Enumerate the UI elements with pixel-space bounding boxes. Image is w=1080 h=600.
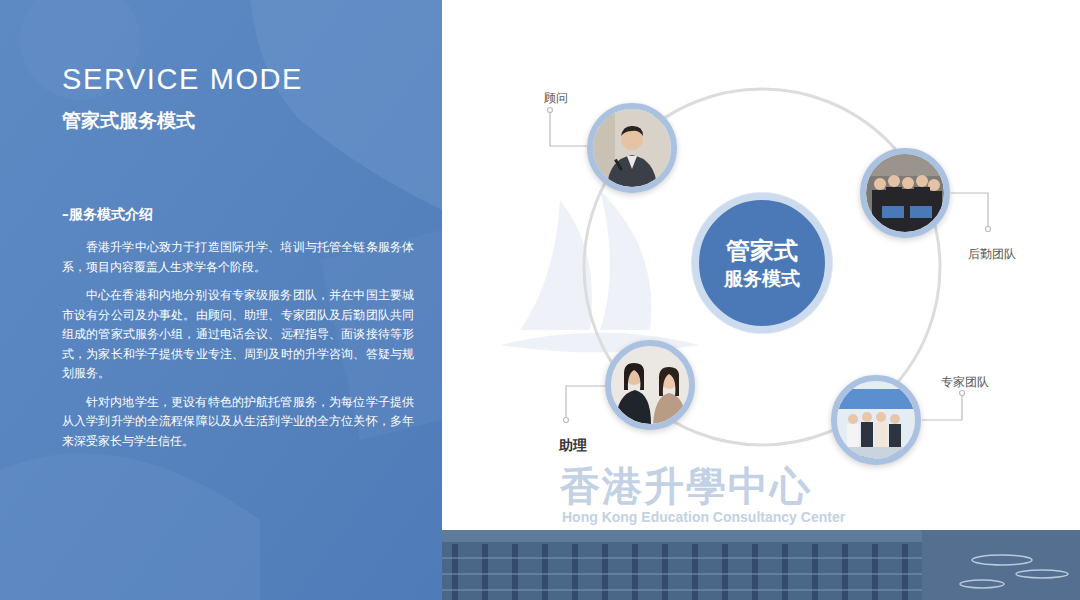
expert-team-photo xyxy=(837,381,915,459)
logo-watermark xyxy=(500,190,700,353)
center-heading: 管家式 xyxy=(726,236,798,266)
intro-column: 香港升学中心致力于打造国际升学、培训与托管全链条服务体系，项目内容覆盖人生求学各… xyxy=(62,238,414,460)
photo-circle: 专家团队 xyxy=(831,375,921,465)
role-label: 后勤团队 xyxy=(968,246,1016,262)
subtitle: 管家式服务模式 xyxy=(62,107,195,133)
advisor-photo xyxy=(593,109,671,187)
role-label: 助理 xyxy=(559,436,587,454)
page-title: SERVICE MODE xyxy=(62,62,303,96)
body-paragraph: 中心在香港和内地分别设有专家级服务团队，并在中国主要城市设有分公司及办事处。由顾… xyxy=(62,286,414,384)
logistics-team-photo xyxy=(866,154,944,232)
center-subheading: 服务模式 xyxy=(724,266,800,291)
role-label: 专家团队 xyxy=(941,374,989,390)
section-heading: –服务模式介绍 xyxy=(62,204,153,224)
center-circle: 管家式服务模式 xyxy=(692,193,832,333)
photo-circle: 后勤团队 xyxy=(860,148,950,238)
photo-circle: 助理 xyxy=(605,340,695,430)
body-paragraph: 针对内地学生，更设有特色的护航托管服务，为每位学子提供从入学到升学的全流程保障以… xyxy=(62,393,414,452)
photo-circle: 顾问 xyxy=(587,103,677,193)
body-paragraph: 香港升学中心致力于打造国际升学、培训与托管全链条服务体系，项目内容覆盖人生求学各… xyxy=(62,238,414,277)
watermark: 香港升學中心 xyxy=(560,464,812,508)
watermark: Hong Kong Education Consultancy Center xyxy=(562,508,845,526)
library-strip xyxy=(442,530,1080,600)
assistant-photo xyxy=(611,346,689,424)
role-label: 顾问 xyxy=(544,90,568,106)
